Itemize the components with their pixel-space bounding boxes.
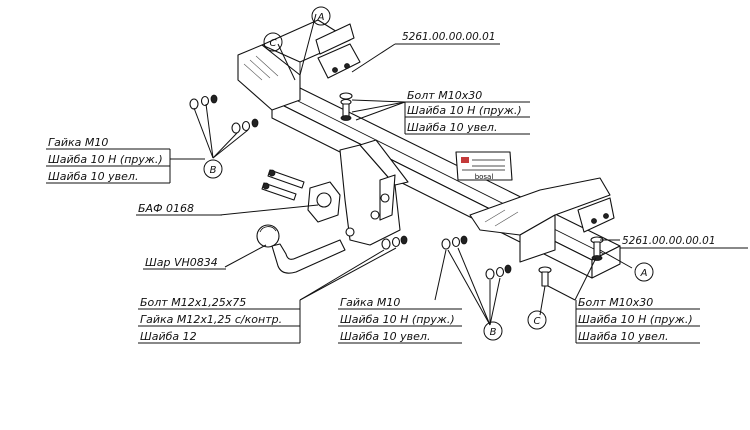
plate-brand: bosal <box>475 173 494 181</box>
svg-text:Шайба 10 увел.: Шайба 10 увел. <box>48 170 138 183</box>
svg-text:Шайба 10 Н (пруж.): Шайба 10 Н (пруж.) <box>340 313 455 326</box>
label-ball: Шар VH0834 <box>143 256 226 270</box>
part-number-right: 5261.00.00.00.01 <box>620 235 748 249</box>
svg-text:Шайба 10 увел.: Шайба 10 увел. <box>578 330 668 343</box>
callout-c-bottom: C <box>527 310 547 330</box>
svg-text:B: B <box>490 327 497 338</box>
label-bolt-m12: Болт М12х1,25х75 Гайка М12х1,25 с/контр.… <box>138 296 301 344</box>
center-mount <box>339 139 409 246</box>
svg-text:A: A <box>640 268 648 279</box>
top-bolt <box>339 92 353 121</box>
svg-text:Шайба 12: Шайба 12 <box>140 330 197 343</box>
bosal-plate: bosal <box>455 151 513 181</box>
callout-b-left: B <box>203 159 223 179</box>
svg-text:B: B <box>210 165 217 176</box>
svg-text:Шайба 10 Н (пруж.): Шайба 10 Н (пруж.) <box>48 153 163 166</box>
svg-text:C: C <box>270 38 277 49</box>
svg-text:Шайба 10 Н (пруж.): Шайба 10 Н (пруж.) <box>407 104 522 117</box>
svg-text:5261.00.00.00.01: 5261.00.00.00.01 <box>402 31 496 43</box>
svg-text:Шайба 10 увел.: Шайба 10 увел. <box>407 121 497 134</box>
right-bracket <box>469 177 615 263</box>
callout-c-top: C <box>263 32 283 52</box>
label-bolt-top: Болт М10х30 Шайба 10 Н (пруж.) Шайба 10 … <box>404 89 530 135</box>
label-nut-bottom: Гайка М10 Шайба 10 Н (пруж.) Шайба 10 ув… <box>338 296 462 344</box>
part-number-top: 5261.00.00.00.01 <box>402 31 496 43</box>
svg-text:Болт М12х1,25х75: Болт М12х1,25х75 <box>140 296 246 309</box>
svg-text:C: C <box>534 316 541 327</box>
svg-text:Шайба 10 Н (пруж.): Шайба 10 Н (пруж.) <box>578 313 693 326</box>
label-nut-left: Гайка М10 Шайба 10 Н (пруж.) Шайба 10 ув… <box>46 136 171 184</box>
left-bracket <box>237 19 355 111</box>
callout-a-right: A <box>634 262 654 282</box>
svg-text:A: A <box>317 12 325 23</box>
svg-text:Шайба 10 увел.: Шайба 10 увел. <box>340 330 430 343</box>
svg-text:Гайка М12х1,25 с/контр.: Гайка М12х1,25 с/контр. <box>140 313 282 326</box>
svg-text:Болт М10х30: Болт М10х30 <box>407 89 482 102</box>
leader-lines <box>170 13 633 326</box>
plate-color-mark <box>461 157 469 163</box>
label-bolt-bottom: Болт М10х30 Шайба 10 Н (пруж.) Шайба 10 … <box>575 296 700 344</box>
svg-text:Гайка М10: Гайка М10 <box>340 296 400 309</box>
left-fasteners <box>189 94 259 134</box>
tow-ball <box>256 224 346 274</box>
svg-text:Шар VH0834: Шар VH0834 <box>145 256 218 269</box>
callout-a-top: A <box>311 6 331 26</box>
socket-bracket <box>307 181 341 223</box>
svg-text:Гайка М10: Гайка М10 <box>48 136 108 149</box>
left-side-plate <box>317 43 361 79</box>
callout-b-bottom: B <box>483 321 503 341</box>
center-fasteners <box>381 235 512 280</box>
svg-text:Болт М10х30: Болт М10х30 <box>578 296 653 309</box>
label-baf: БАФ 0168 <box>136 202 222 216</box>
svg-text:БАФ 0168: БАФ 0168 <box>138 202 194 215</box>
bolts-m12 <box>261 169 305 201</box>
svg-text:5261.00.00.00.01: 5261.00.00.00.01 <box>622 235 716 247</box>
